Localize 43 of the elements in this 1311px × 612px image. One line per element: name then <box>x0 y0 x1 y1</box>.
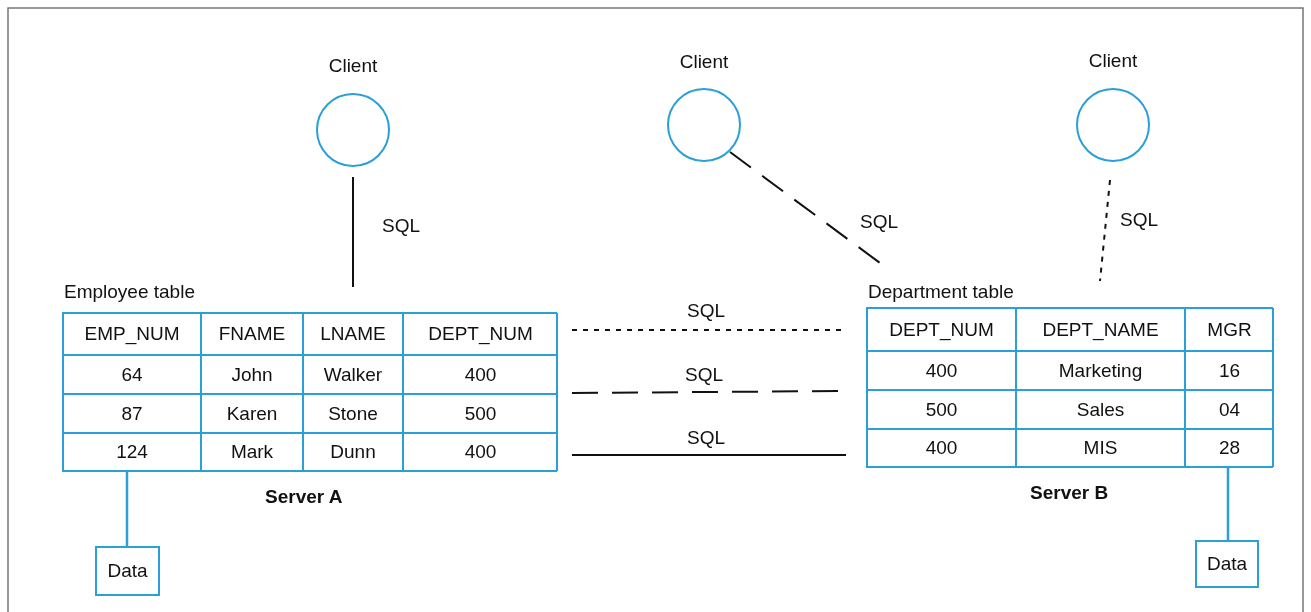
client-label: Client <box>328 55 378 77</box>
data-box: Data <box>95 546 160 596</box>
table-cell: 400 <box>403 355 558 394</box>
table-cell: 87 <box>63 394 201 433</box>
table-cell: 124 <box>63 433 201 471</box>
table-cell: 04 <box>1185 390 1274 429</box>
connector-line <box>125 470 129 546</box>
client-label: Client <box>1088 50 1138 72</box>
server-label: Server A <box>265 486 343 508</box>
table-cell: Karen <box>201 394 303 433</box>
column-header: LNAME <box>303 313 403 355</box>
table-cell: Stone <box>303 394 403 433</box>
connector-line <box>729 151 881 264</box>
connector-line <box>352 176 354 288</box>
table-cell: John <box>201 355 303 394</box>
table-cell: 500 <box>403 394 558 433</box>
column-header: DEPT_NUM <box>867 308 1016 351</box>
table-cell: Dunn <box>303 433 403 471</box>
table-cell: 500 <box>867 390 1016 429</box>
table-cell: 16 <box>1185 351 1274 390</box>
connector-line <box>1099 179 1111 282</box>
column-header: DEPT_NUM <box>403 313 558 355</box>
table-cell: 400 <box>867 351 1016 390</box>
table-cell: Marketing <box>1016 351 1185 390</box>
data-box: Data <box>1195 540 1259 588</box>
column-header: MGR <box>1185 308 1274 351</box>
table-cell: Walker <box>303 355 403 394</box>
table-cell: 28 <box>1185 429 1274 467</box>
server-label: Server B <box>1030 482 1109 504</box>
table-cell: 400 <box>867 429 1016 467</box>
table-cell: 64 <box>63 355 201 394</box>
table-cell: MIS <box>1016 429 1185 467</box>
table-cell: Mark <box>201 433 303 471</box>
table-title: Employee table <box>64 281 195 303</box>
table-cell: Sales <box>1016 390 1185 429</box>
table-title: Department table <box>868 281 1014 303</box>
column-header: DEPT_NAME <box>1016 308 1185 351</box>
table-cell: 400 <box>403 433 558 471</box>
column-header: FNAME <box>201 313 303 355</box>
connector-line <box>1226 466 1230 540</box>
client-label: Client <box>679 51 729 73</box>
column-header: EMP_NUM <box>63 313 201 355</box>
connector-line <box>571 454 847 456</box>
